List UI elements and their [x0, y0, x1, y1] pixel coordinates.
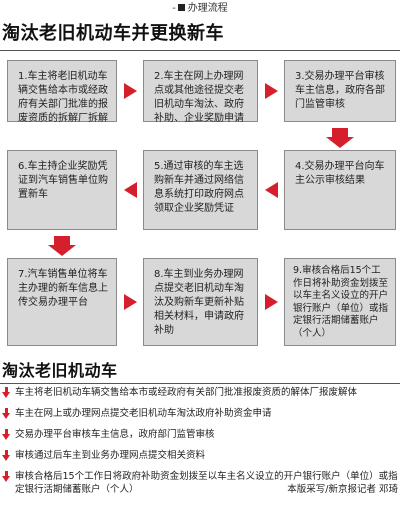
step-6-text: 6.车主持企业奖励凭证到汽车销售单位购置新车	[18, 161, 108, 200]
section-header: -办理流程	[0, 2, 400, 16]
list-item-text: 审核合格后15个工作日将政府补助资金划拨至以车主名义设立的开户银行账户（单位）或…	[15, 471, 398, 495]
list-item: 车主将老旧机动车辆交售给本市或经政府有关部门批准报废资质的解体厂报废解体	[2, 386, 398, 399]
flow-step-7: 7.汽车销售单位将车主办理的新车信息上传交易办理平台	[7, 258, 117, 346]
flow-step-2: 2.车主在网上办理网点或其他途径提交老旧机动车淘汰、政府补助、企业奖励申请	[143, 60, 258, 124]
summary-title: 淘汰老旧机动车	[2, 361, 118, 380]
step-1-text: 1.车主将老旧机动车辆交售给本市或经政府有关部门批准的报废资质的拆解厂拆解	[18, 71, 108, 124]
arrow-down-bullet-icon	[2, 450, 11, 461]
flow-step-5: 5.通过审核的车主选购新车并通过网络信息系统打印政府网点领取企业奖励凭证	[143, 150, 258, 230]
list-item-text: 车主在网上或办理网点提交老旧机动车淘汰政府补助资金申请	[15, 408, 272, 419]
byline: 本版采写/新京报记者 邓琦	[287, 484, 398, 495]
arrow-down-icon	[326, 128, 354, 148]
list-item: 车主在网上或办理网点提交老旧机动车淘汰政府补助资金申请	[2, 407, 398, 420]
flow-title: 淘汰老旧机动车并更换新车	[2, 23, 224, 44]
title-rule	[0, 50, 400, 51]
step-4-text: 4.交易办理平台向车主公示审核结果	[295, 161, 385, 186]
flow-step-6: 6.车主持企业奖励凭证到汽车销售单位购置新车	[7, 150, 117, 230]
step-5-text: 5.通过审核的车主选购新车并通过网络信息系统打印政府网点领取企业奖励凭证	[154, 161, 244, 214]
list-item: 审核通过后车主到业务办理网点提交相关资料	[2, 449, 398, 462]
step-8-text: 8.车主到业务办理网点提交老旧机动车淘汰及购新车更新补贴相关材料，申请政府补助	[154, 269, 244, 336]
arrow-down-icon	[48, 236, 76, 256]
flow-step-3: 3.交易办理平台审核车主信息，政府各部门监管审核	[284, 60, 396, 122]
square-icon	[177, 4, 185, 11]
arrow-right-icon	[265, 83, 278, 99]
step-3-text: 3.交易办理平台审核车主信息，政府各部门监管审核	[295, 71, 385, 110]
arrow-down-bullet-icon	[2, 387, 11, 398]
list-item-text: 车主将老旧机动车辆交售给本市或经政府有关部门批准报废资质的解体厂报废解体	[15, 387, 358, 398]
flow-step-4: 4.交易办理平台向车主公示审核结果	[284, 150, 396, 230]
arrow-left-icon	[124, 182, 137, 198]
list-item-text: 交易办理平台审核车主信息，政府部门监管审核	[15, 429, 215, 440]
step-7-text: 7.汽车销售单位将车主办理的新车信息上传交易办理平台	[18, 269, 108, 308]
arrow-down-bullet-icon	[2, 471, 11, 482]
step-9-text: 9.审核合格后15个工作日将补助资金划拨至以车主名义设立的开户银行账户（单位）或…	[293, 265, 389, 339]
arrow-right-icon	[124, 83, 137, 99]
arrow-down-bullet-icon	[2, 408, 11, 419]
header-label-text: 办理流程	[187, 3, 228, 14]
flow-step-9: 9.审核合格后15个工作日将补助资金划拨至以车主名义设立的开户银行账户（单位）或…	[284, 258, 396, 346]
flow-step-8: 8.车主到业务办理网点提交老旧机动车淘汰及购新车更新补贴相关材料，申请政府补助	[143, 258, 258, 346]
arrow-down-bullet-icon	[2, 429, 11, 440]
step-2-text: 2.车主在网上办理网点或其他途径提交老旧机动车淘汰、政府补助、企业奖励申请	[154, 71, 244, 124]
flow-step-1: 1.车主将老旧机动车辆交售给本市或经政府有关部门批准的报废资质的拆解厂拆解	[7, 60, 117, 124]
header-dash: -	[172, 3, 176, 14]
arrow-right-icon	[265, 294, 278, 310]
list-item: 交易办理平台审核车主信息，政府部门监管审核	[2, 428, 398, 441]
arrow-left-icon	[265, 182, 278, 198]
summary-list: 车主将老旧机动车辆交售给本市或经政府有关部门批准报废资质的解体厂报废解体 车主在…	[2, 386, 398, 496]
arrow-right-icon	[124, 294, 137, 310]
list-item-text: 审核通过后车主到业务办理网点提交相关资料	[15, 450, 206, 461]
list-item: 审核合格后15个工作日将政府补助资金划拨至以车主名义设立的开户银行账户（单位）或…	[2, 470, 398, 496]
summary-rule	[0, 383, 400, 384]
